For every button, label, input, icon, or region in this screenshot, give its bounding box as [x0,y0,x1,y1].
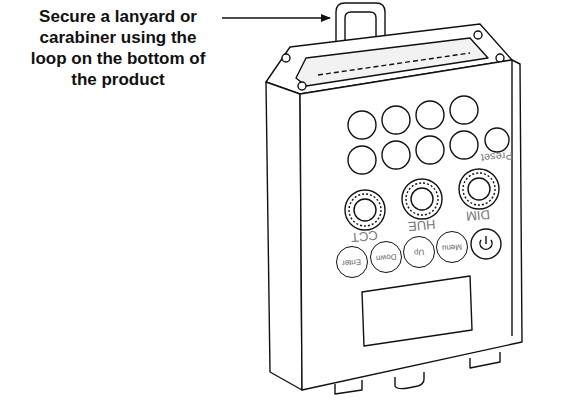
callout-text: Secure a lanyard or carabiner using the … [30,6,206,90]
knob-label: HUE [407,217,436,234]
button-label: Down [375,252,396,263]
button-label: Enter [342,257,362,268]
knob-label: CCT [350,228,378,245]
knob-label: DIM [466,207,491,224]
control-button: Down [370,241,402,273]
button-label: Preset [480,149,513,164]
control-button: Up [403,236,435,268]
button-label: Up [414,247,425,257]
button-label: Menu [442,242,463,253]
control-button: Enter [336,246,368,278]
control-button: Menu [436,231,468,263]
